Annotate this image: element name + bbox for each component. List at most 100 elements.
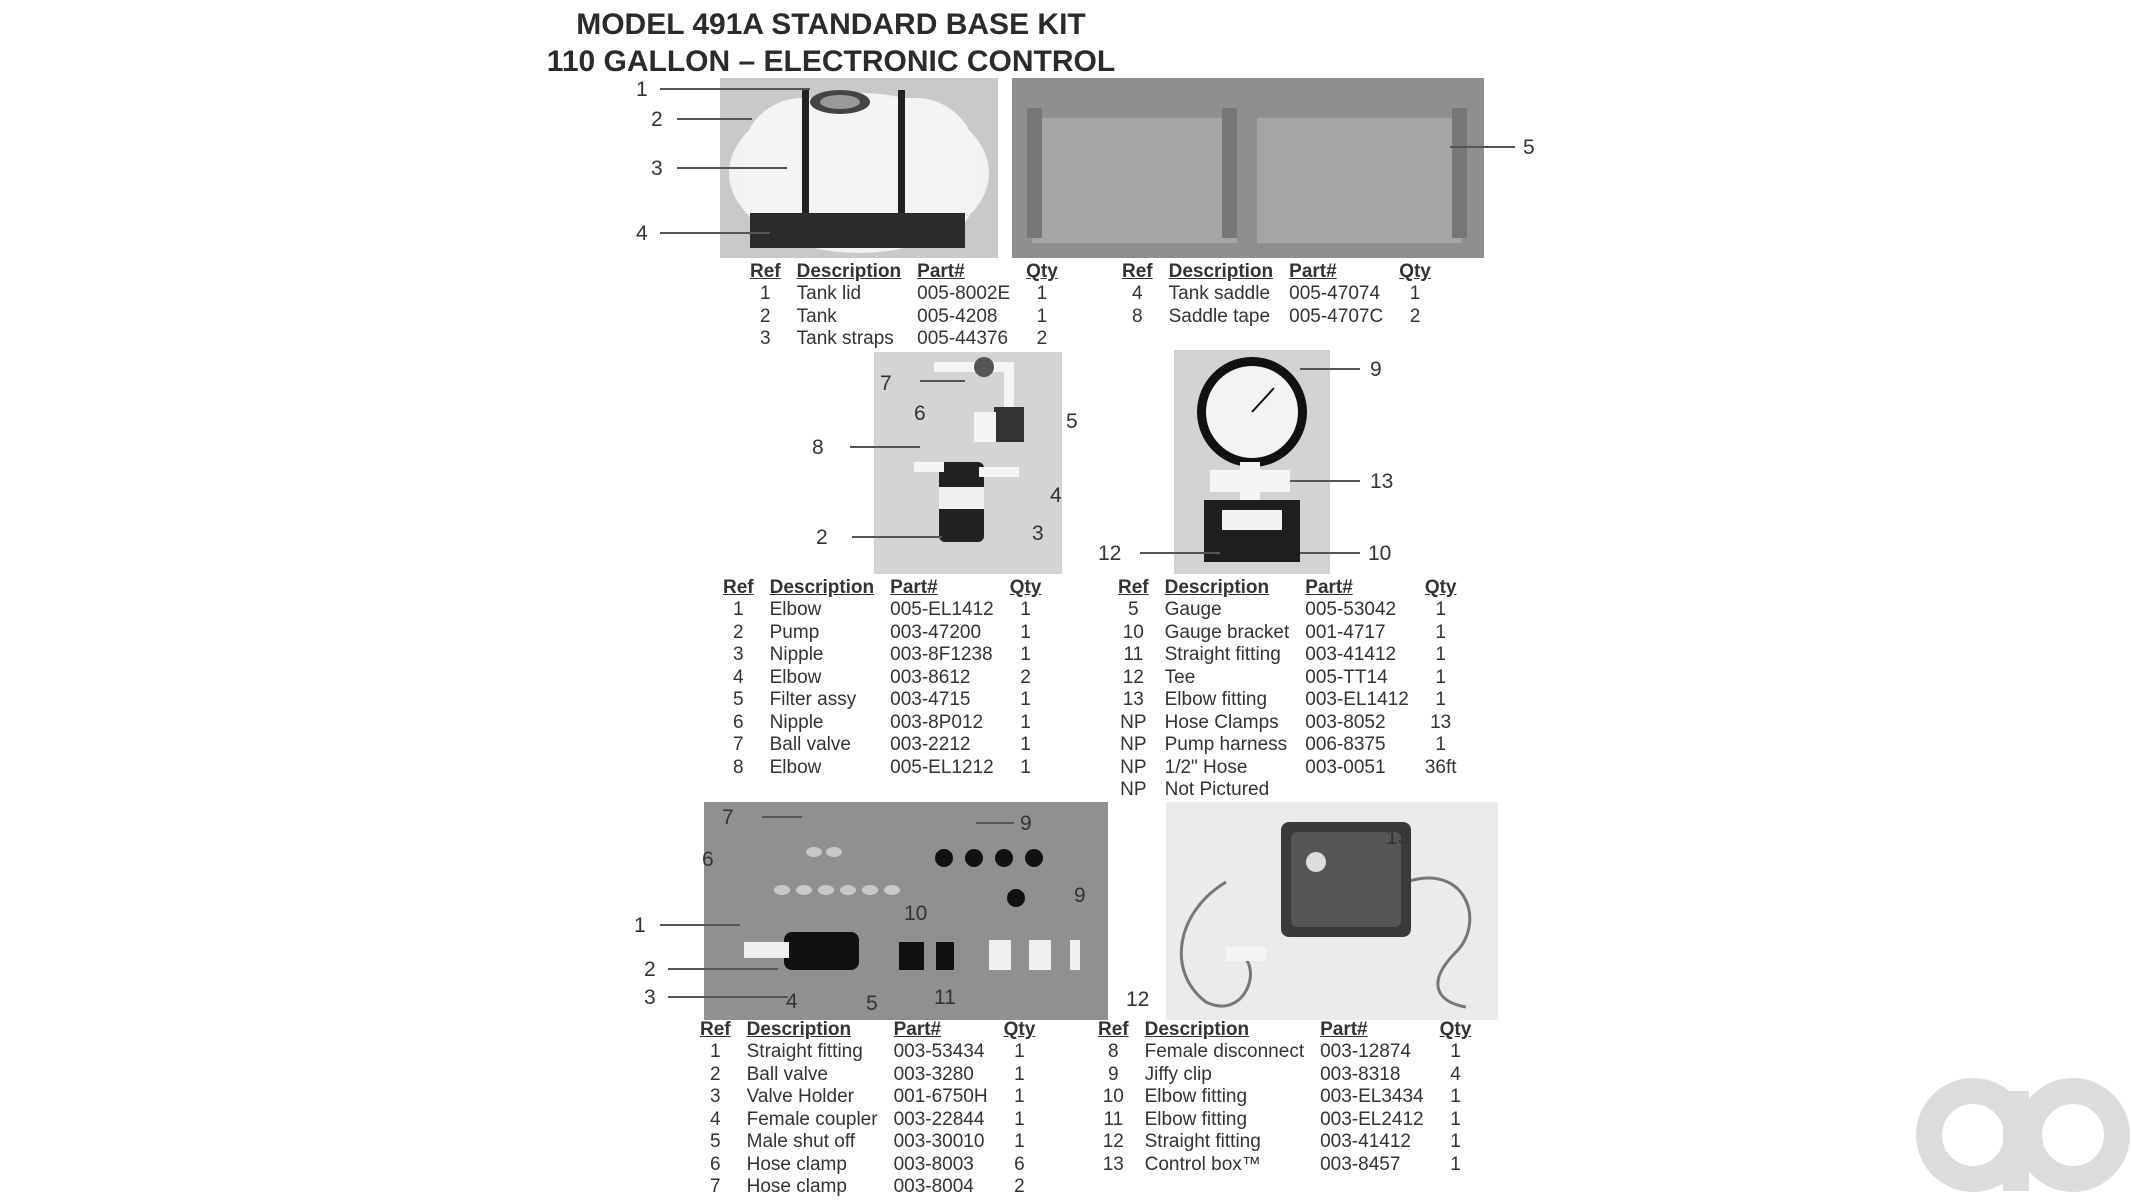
cell-ref: 11: [1103, 1108, 1124, 1130]
column-header-part: Part#: [890, 577, 938, 598]
cell-part: 003-8052: [1305, 711, 1386, 733]
column-header-part: Part#: [1320, 1019, 1368, 1040]
callout-4: 4: [636, 222, 648, 245]
cell-part: 005-4707C: [1289, 305, 1384, 327]
cell-qty: 1: [1014, 1041, 1025, 1062]
cell-qty: 1: [1020, 734, 1031, 755]
cell-part: 005-EL1412: [890, 599, 994, 620]
cell-qty: 2: [1036, 328, 1048, 349]
cell-description: Ball valve: [746, 1063, 828, 1085]
column-header-description: Description: [1144, 1019, 1250, 1040]
column-header-ref: Ref: [1098, 1019, 1129, 1040]
cell-description: Tee: [1164, 666, 1196, 688]
cell-qty: 2: [1020, 666, 1031, 688]
cell-ref: 8: [733, 756, 744, 778]
cell-description: Tank lid: [796, 283, 862, 304]
callout-11: 11: [934, 986, 956, 1009]
cell-qty: 1: [1020, 756, 1031, 778]
cell-ref: 5: [733, 689, 744, 710]
callout-2: 2: [816, 526, 828, 549]
cell-ref: 6: [710, 1153, 721, 1175]
cell-part: 005-8002E: [917, 283, 1011, 304]
callout-3: 3: [644, 986, 656, 1009]
cell-description: Hose clamp: [746, 1153, 847, 1175]
leader-line: [976, 822, 1014, 824]
cell-ref: 10: [1122, 621, 1144, 643]
cell-qty: 6: [1014, 1153, 1025, 1175]
leader-line: [1290, 480, 1360, 482]
table-header-row: Ref Description Part# Qty: [1090, 1018, 1479, 1041]
cell-description: Elbow: [769, 666, 822, 688]
cell-description: Elbow fitting: [1144, 1086, 1248, 1107]
cell-description: Elbow fitting: [1164, 689, 1268, 710]
callout-9: 9: [1074, 884, 1086, 907]
cell-part: 005-4208: [917, 305, 998, 327]
cell-qty: 1: [1450, 1041, 1461, 1062]
cell-qty: 1: [1020, 711, 1031, 733]
brand-logo: [1915, 1075, 2130, 1200]
callout-3: 3: [651, 157, 663, 180]
cell-description: Hose clamp: [746, 1176, 847, 1197]
column-header-ref: Ref: [750, 261, 781, 282]
cell-part: 003-8457: [1320, 1153, 1401, 1175]
cell-description: Elbow fitting: [1144, 1108, 1248, 1130]
callout-13: 13: [1370, 470, 1394, 493]
cell-part: 003-41412: [1320, 1131, 1411, 1152]
leader-line: [1140, 552, 1220, 554]
cell-description: Gauge bracket: [1164, 621, 1290, 643]
cell-qty: 1: [1450, 1131, 1461, 1152]
cell-qty: 1: [1020, 644, 1031, 665]
cell-qty: 1: [1036, 283, 1048, 304]
cell-ref: 6: [733, 711, 744, 733]
cell-qty: 2: [1409, 305, 1421, 327]
cell-ref: 3: [733, 644, 744, 665]
leader-line: [660, 232, 770, 234]
cell-ref: 13: [1102, 1153, 1124, 1175]
cell-qty: 1: [1435, 599, 1446, 620]
callout-2: 2: [651, 108, 663, 131]
cell-ref: 12: [1122, 666, 1144, 688]
cell-ref: 4: [1132, 283, 1143, 304]
cell-description: Male shut off: [746, 1131, 856, 1152]
cell-description: Pump harness: [1164, 734, 1288, 755]
cell-ref: 12: [1102, 1131, 1124, 1152]
cell-part: 001-6750H: [893, 1086, 988, 1107]
cell-ref: NP: [1120, 756, 1147, 778]
cell-part: 003-4715: [890, 689, 971, 710]
cell-ref: 3: [710, 1086, 721, 1107]
callout-1: 1: [636, 78, 648, 101]
column-header-qty: Qty: [1399, 261, 1431, 282]
column-header-description: Description: [1168, 261, 1274, 282]
callout-8: 8: [812, 436, 824, 459]
cell-part: 003-41412: [1305, 644, 1397, 665]
cell-qty: 1: [1020, 621, 1031, 643]
cell-qty: 13: [1430, 711, 1452, 733]
cell-ref: 5: [1128, 599, 1139, 620]
cell-qty: 1: [1014, 1108, 1025, 1130]
cell-part: [1297, 779, 1417, 802]
cell-description: Tank straps: [796, 328, 894, 349]
page-title-line2: 110 GALLON – ELECTRONIC CONTROL: [546, 45, 1116, 78]
column-header-qty: Qty: [1439, 1019, 1472, 1040]
column-header-part: Part#: [1305, 577, 1353, 598]
